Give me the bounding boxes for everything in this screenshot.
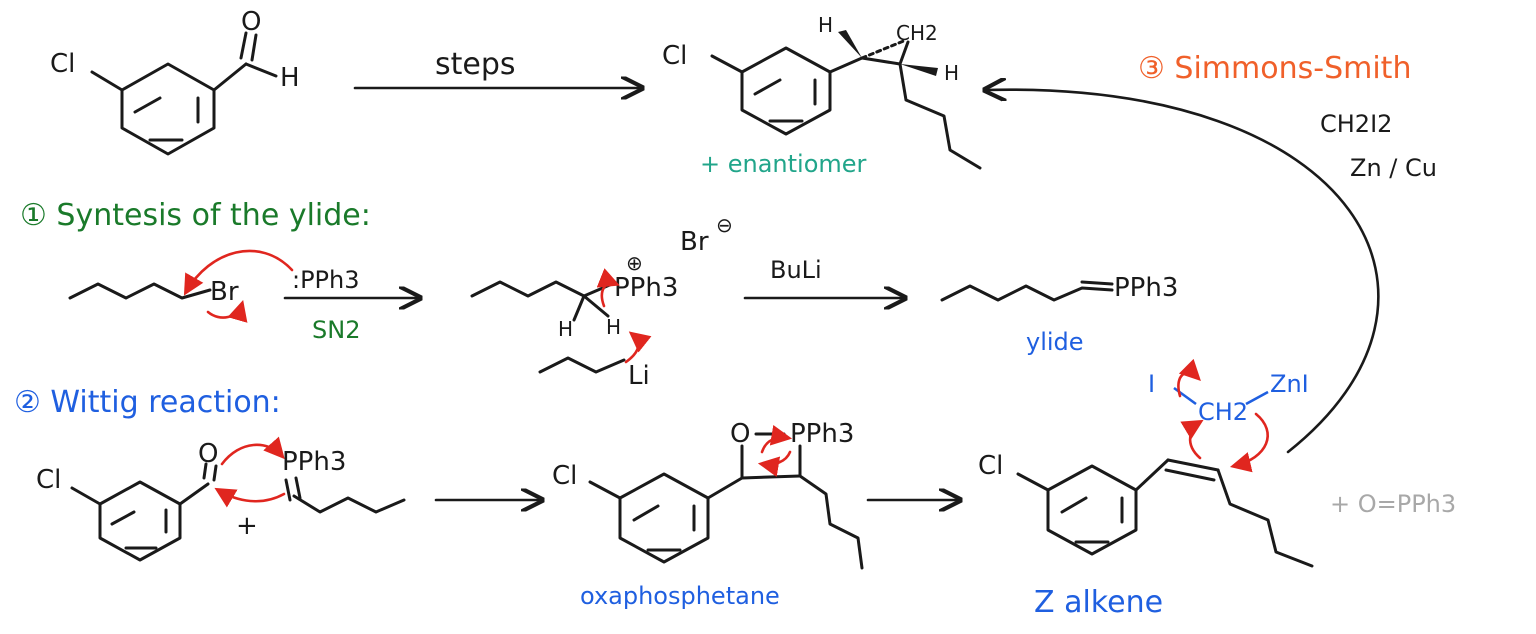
- wittig-aldehyde: Cl O +: [36, 439, 258, 562]
- ch2-label: CH2: [896, 21, 938, 45]
- phosphorus-ylide: PPh3: [940, 273, 1178, 303]
- pph3-label: PPh3: [790, 419, 854, 449]
- butyllithium: Li: [538, 356, 650, 391]
- enantiomer-note: + enantiomer: [700, 150, 867, 178]
- plus-sign: +: [236, 511, 258, 541]
- hydrogen-label: H: [818, 13, 833, 37]
- iodide-leaving-arrow: [1177, 358, 1201, 398]
- ring-opening-arrow: [760, 425, 793, 454]
- chlorine-label: Cl: [50, 49, 75, 79]
- oxygen-label: O: [730, 419, 750, 449]
- pph3-label: PPh3: [1114, 273, 1178, 303]
- chlorine-label: Cl: [978, 451, 1003, 481]
- bromide-label: Br: [680, 227, 709, 257]
- iodine-label: I: [1148, 370, 1155, 398]
- phosphonium-salt: PPh3 ⊕ Br ⊖ H H: [470, 213, 733, 341]
- bromine-label: Br: [210, 277, 239, 307]
- zinc-bond-arrow: [1229, 412, 1269, 473]
- target-cyclopropane: Cl H CH2 H: [662, 13, 982, 170]
- pentyl-bromide: Br: [68, 277, 239, 307]
- oxaphosphetane-label: oxaphosphetane: [580, 582, 780, 610]
- lithium-label: Li: [628, 361, 650, 391]
- minus-charge: ⊖: [716, 213, 733, 237]
- nucleophile-attack-arrow: [183, 249, 294, 296]
- chlorine-label: Cl: [552, 461, 577, 491]
- ylide-attack-arrow: [220, 436, 285, 466]
- hydrogen-label: H: [558, 317, 573, 341]
- wittig-heading: ② Wittig reaction:: [14, 385, 281, 420]
- deprotonation-electron-arrow: [596, 268, 620, 308]
- carbenoid: I CH2 ZnI: [1148, 370, 1309, 426]
- chlorine-label: Cl: [662, 41, 687, 71]
- oxygen-attack-arrow: [214, 487, 286, 508]
- start-aldehyde: Cl O H: [50, 7, 300, 156]
- ylide-synthesis-heading: ① Syntesis of the ylide:: [20, 198, 371, 233]
- base-attack-arrow: [624, 331, 652, 364]
- simmons-smith-arrow: [985, 90, 1380, 454]
- ch2i2-reagent: CH2I2: [1320, 110, 1392, 138]
- ch2-label: CH2: [1198, 398, 1248, 426]
- hydrogen-label: H: [944, 61, 959, 85]
- simmons-smith-heading: ③ Simmons-Smith: [1138, 51, 1411, 86]
- pph3-label: PPh3: [614, 273, 678, 303]
- pph3-label: PPh3: [282, 447, 346, 477]
- hydrogen-label: H: [280, 63, 300, 93]
- oxaphosphetane: Cl O PPh3: [552, 419, 864, 570]
- z-alkene-label: Z alkene: [1034, 585, 1163, 620]
- chlorine-label: Cl: [36, 465, 61, 495]
- z-alkene: Cl: [978, 451, 1314, 568]
- pph3-reagent: :PPh3: [292, 266, 360, 294]
- hydrogen-label: H: [606, 315, 621, 339]
- ring-collapse-arrow: [757, 450, 792, 477]
- buli-label: BuLi: [770, 256, 822, 284]
- zni-label: ZnI: [1270, 370, 1309, 398]
- leaving-group-arrow: [206, 300, 248, 323]
- ylide-label: ylide: [1026, 328, 1084, 356]
- alkene-attack-arrow: [1180, 419, 1204, 460]
- oxygen-label: O: [241, 7, 261, 37]
- zn-cu-reagent: Zn / Cu: [1350, 154, 1437, 182]
- wittig-ylide: PPh3: [282, 447, 406, 514]
- steps-arrow-label: steps: [435, 47, 516, 82]
- oxygen-label: O: [198, 439, 218, 469]
- sn2-label: SN2: [312, 316, 360, 344]
- phosphine-oxide-byproduct: + O=PPh3: [1330, 490, 1456, 518]
- plus-charge: ⊕: [626, 251, 643, 275]
